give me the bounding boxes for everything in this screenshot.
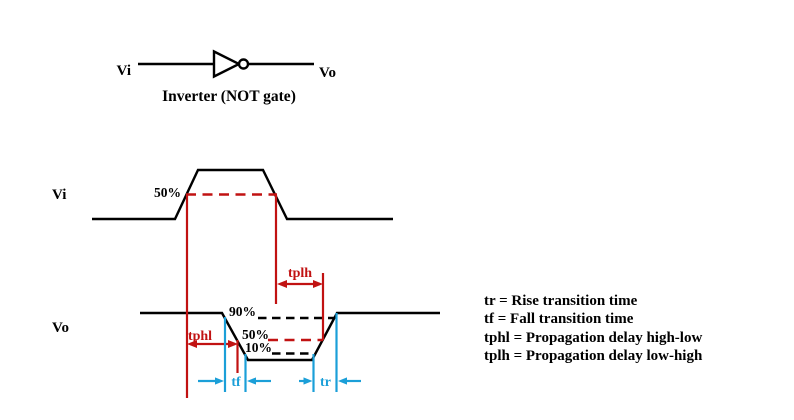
vi-axis-label: Vi xyxy=(52,187,66,203)
inverter-input-label: Vi xyxy=(117,63,131,79)
tr-right-arrowhead xyxy=(338,377,347,385)
inverter-output-label: Vo xyxy=(319,65,336,81)
tplh-arrowhead-right xyxy=(313,280,323,288)
vo-50-percent-label: 50% xyxy=(242,327,269,342)
tphl-arrowhead-left xyxy=(187,340,197,348)
tr-label: tr xyxy=(320,375,331,390)
tr-left-arrowhead xyxy=(303,377,313,385)
propagation-delay-annotations: tplh tphl xyxy=(185,195,325,398)
legend-item-tplh: tplh = Propagation delay low-high xyxy=(484,348,703,365)
vo-10-percent-label: 10% xyxy=(245,340,272,355)
tplh-arrowhead-left xyxy=(277,280,287,288)
legend-item-tphl: tphl = Propagation delay high-low xyxy=(484,329,703,346)
inverter-caption: Inverter (NOT gate) xyxy=(162,88,296,105)
tf-left-arrowhead xyxy=(215,377,224,385)
tphl-arrowhead-right xyxy=(228,340,238,348)
legend: tr = Rise transition time tf = Fall tran… xyxy=(484,292,702,366)
vo-90-percent-label: 90% xyxy=(229,304,256,319)
tf-label: tf xyxy=(231,375,241,390)
legend-item-tf: tf = Fall transition time xyxy=(484,311,634,328)
vo-waveform-trace xyxy=(140,311,440,362)
vi-waveform-trace xyxy=(92,168,393,221)
vo-axis-label: Vo xyxy=(52,320,69,336)
inverter-schematic: Vi Vo Inverter (NOT gate) xyxy=(117,49,336,105)
tplh-label: tplh xyxy=(288,266,312,281)
vo-waveform: Vo 90% 50% 10% xyxy=(52,304,440,362)
tphl-label: tphl xyxy=(188,329,212,344)
tf-right-arrowhead xyxy=(247,377,256,385)
vi-waveform: Vi 50% xyxy=(52,168,393,221)
vi-50-percent-label: 50% xyxy=(154,185,181,200)
inverter-triangle xyxy=(212,49,242,79)
transition-time-annotations: tf tr xyxy=(198,313,361,392)
inverter-bubble xyxy=(237,58,250,70)
legend-item-tr: tr = Rise transition time xyxy=(484,293,638,309)
